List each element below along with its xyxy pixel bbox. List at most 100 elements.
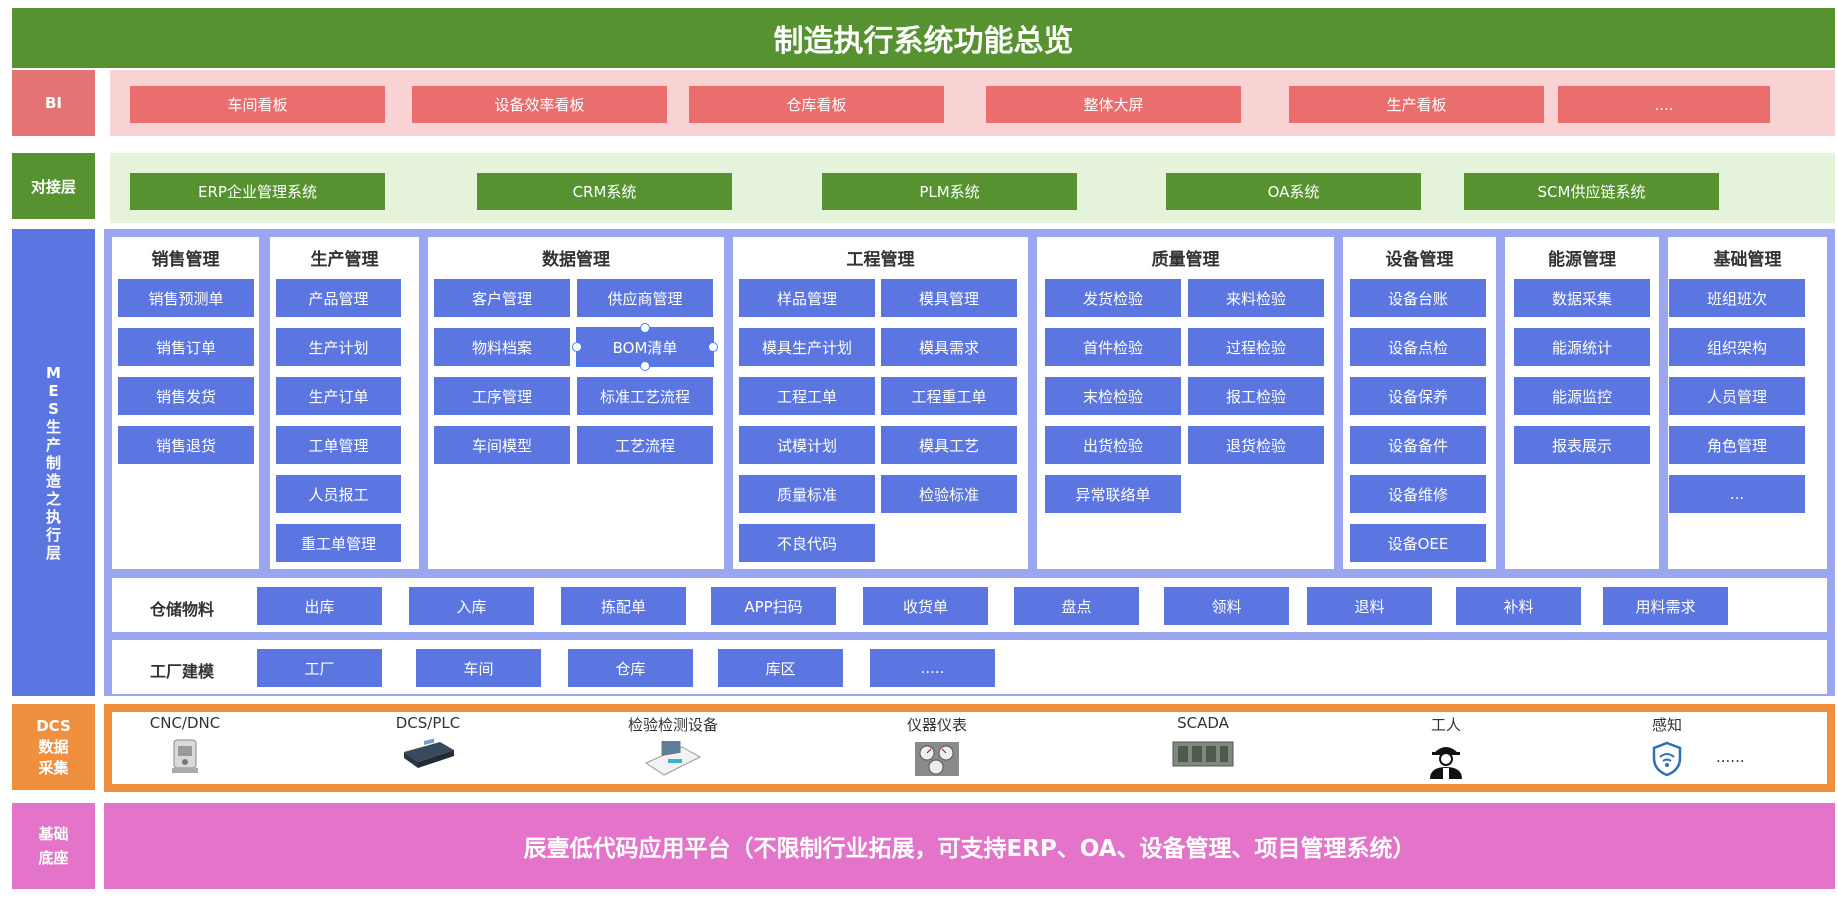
rework-order-button[interactable]: 重工单管理	[276, 524, 401, 562]
incoming-inspection-button[interactable]: 来料检验	[1188, 279, 1324, 317]
scm-system-button[interactable]: SCM供应链系统	[1464, 173, 1719, 210]
sales-order-button[interactable]: 销售订单	[118, 328, 254, 366]
sample-management-button[interactable]: 样品管理	[739, 279, 875, 317]
engineering-rework-order-button[interactable]: 工程重工单	[881, 377, 1017, 415]
energy-data-collection-button[interactable]: 数据采集	[1514, 279, 1650, 317]
engineering-order-button[interactable]: 工程工单	[739, 377, 875, 415]
bom-list-button[interactable]: BOM清单	[576, 327, 714, 367]
factory-button[interactable]: 工厂	[257, 649, 382, 687]
receiving-note-button[interactable]: 收货单	[863, 587, 988, 625]
dcs-item-name: SCADA	[1177, 714, 1229, 732]
module-title: 设备管理	[1385, 250, 1454, 270]
selection-handle-icon[interactable]	[708, 342, 718, 352]
org-structure-button[interactable]: 组织架构	[1669, 328, 1805, 366]
sales-return-button[interactable]: 销售退货	[118, 426, 254, 464]
equipment-ledger-button[interactable]: 设备台账	[1350, 279, 1486, 317]
material-replenish-button[interactable]: 补料	[1456, 587, 1581, 625]
return-inspection-button[interactable]: 退货检验	[1188, 426, 1324, 464]
warehouse-button[interactable]: 仓库	[568, 649, 693, 687]
equipment-spot-check-button[interactable]: 设备点检	[1350, 328, 1486, 366]
dcs-item-worker: 工人	[1396, 714, 1496, 782]
storage-area-button[interactable]: 库区	[718, 649, 843, 687]
energy-monitoring-button[interactable]: 能源监控	[1514, 377, 1650, 415]
plm-system-button[interactable]: PLM系统	[822, 173, 1077, 210]
bi-item-warehouse-board[interactable]: 仓库看板	[689, 86, 944, 123]
customer-management-button[interactable]: 客户管理	[434, 279, 570, 317]
erp-system-button[interactable]: ERP企业管理系统	[130, 173, 385, 210]
work-order-management-button[interactable]: 工单管理	[276, 426, 401, 464]
dcs-item-name: DCS/PLC	[395, 714, 461, 732]
bi-item-more[interactable]: ....	[1558, 86, 1770, 123]
defect-code-button[interactable]: 不良代码	[739, 524, 875, 562]
mold-process-button[interactable]: 模具工艺	[881, 426, 1017, 464]
mes-layer-label-text: MES生产制造之执行层	[45, 363, 61, 562]
material-archive-button[interactable]: 物料档案	[434, 328, 570, 366]
bi-item-big-screen[interactable]: 整体大屏	[986, 86, 1241, 123]
equipment-spare-parts-button[interactable]: 设备备件	[1350, 426, 1486, 464]
standard-process-flow-button[interactable]: 标准工艺流程	[577, 377, 713, 415]
mold-demand-button[interactable]: 模具需求	[881, 328, 1017, 366]
inspection-standard-button[interactable]: 检验标准	[881, 475, 1017, 513]
base-layer-label: 基础 底座	[12, 803, 95, 889]
picking-list-button[interactable]: 拣配单	[561, 587, 686, 625]
stocktake-button[interactable]: 盘点	[1014, 587, 1139, 625]
app-scan-button[interactable]: APP扫码	[711, 587, 836, 625]
oa-system-button[interactable]: OA系统	[1166, 173, 1421, 210]
bi-item-production-board[interactable]: 生产看板	[1289, 86, 1544, 123]
mold-production-plan-button[interactable]: 模具生产计划	[739, 328, 875, 366]
scada-rack-icon	[1172, 741, 1234, 767]
exception-contact-button[interactable]: 异常联络单	[1045, 475, 1181, 513]
personnel-report-button[interactable]: 人员报工	[276, 475, 401, 513]
factory-more-button[interactable]: .....	[870, 649, 995, 687]
final-inspection-button[interactable]: 末检检验	[1045, 377, 1181, 415]
selection-handle-icon[interactable]	[572, 342, 582, 352]
crm-system-button[interactable]: CRM系统	[477, 173, 732, 210]
energy-statistics-button[interactable]: 能源统计	[1514, 328, 1650, 366]
process-inspection-button[interactable]: 过程检验	[1188, 328, 1324, 366]
material-return-button[interactable]: 退料	[1307, 587, 1432, 625]
quality-standard-button[interactable]: 质量标准	[739, 475, 875, 513]
sales-delivery-button[interactable]: 销售发货	[118, 377, 254, 415]
team-shift-button[interactable]: 班组班次	[1669, 279, 1805, 317]
module-title: 生产管理	[310, 250, 379, 270]
report-inspection-button[interactable]: 报工检验	[1188, 377, 1324, 415]
outgoing-inspection-button[interactable]: 出货检验	[1045, 426, 1181, 464]
role-management-button[interactable]: 角色管理	[1669, 426, 1805, 464]
dcs-item-instrument: 仪器仪表	[887, 714, 987, 782]
production-plan-button[interactable]: 生产计划	[276, 328, 401, 366]
dcs-item-name: 工人	[1430, 716, 1461, 734]
selection-handle-icon[interactable]	[640, 323, 650, 333]
material-requisition-button[interactable]: 领料	[1164, 587, 1289, 625]
mold-management-button[interactable]: 模具管理	[881, 279, 1017, 317]
equipment-maintenance-button[interactable]: 设备保养	[1350, 377, 1486, 415]
equipment-oee-button[interactable]: 设备OEE	[1350, 524, 1486, 562]
report-display-button[interactable]: 报表展示	[1514, 426, 1650, 464]
module-title: 质量管理	[1151, 250, 1220, 270]
selection-handle-icon[interactable]	[640, 361, 650, 371]
first-article-inspection-button[interactable]: 首件检验	[1045, 328, 1181, 366]
workshop-button[interactable]: 车间	[416, 649, 541, 687]
supplier-management-button[interactable]: 供应商管理	[577, 279, 713, 317]
factory-modeling-row-label: 工厂建模	[150, 662, 215, 681]
mold-trial-plan-button[interactable]: 试模计划	[739, 426, 875, 464]
workshop-model-button[interactable]: 车间模型	[434, 426, 570, 464]
outbound-button[interactable]: 出库	[257, 587, 382, 625]
product-management-button[interactable]: 产品管理	[276, 279, 401, 317]
equipment-repair-button[interactable]: 设备维修	[1350, 475, 1486, 513]
basic-more-button[interactable]: ...	[1669, 475, 1805, 513]
gauge-meter-icon	[915, 742, 959, 776]
material-demand-button[interactable]: 用料需求	[1603, 587, 1728, 625]
sales-forecast-button[interactable]: 销售预测单	[118, 279, 254, 317]
inbound-button[interactable]: 入库	[409, 587, 534, 625]
module-title: 销售管理	[151, 250, 220, 270]
process-flow-button[interactable]: 工艺流程	[577, 426, 713, 464]
dcs-item-name: 感知	[1651, 716, 1682, 734]
personnel-management-button[interactable]: 人员管理	[1669, 377, 1805, 415]
bi-item-workshop-board[interactable]: 车间看板	[130, 86, 385, 123]
production-order-button[interactable]: 生产订单	[276, 377, 401, 415]
process-management-button[interactable]: 工序管理	[434, 377, 570, 415]
bi-item-equipment-efficiency-board[interactable]: 设备效率看板	[412, 86, 667, 123]
shipping-inspection-button[interactable]: 发货检验	[1045, 279, 1181, 317]
module-title: 数据管理	[542, 250, 610, 270]
cnc-machine-icon	[172, 739, 198, 773]
